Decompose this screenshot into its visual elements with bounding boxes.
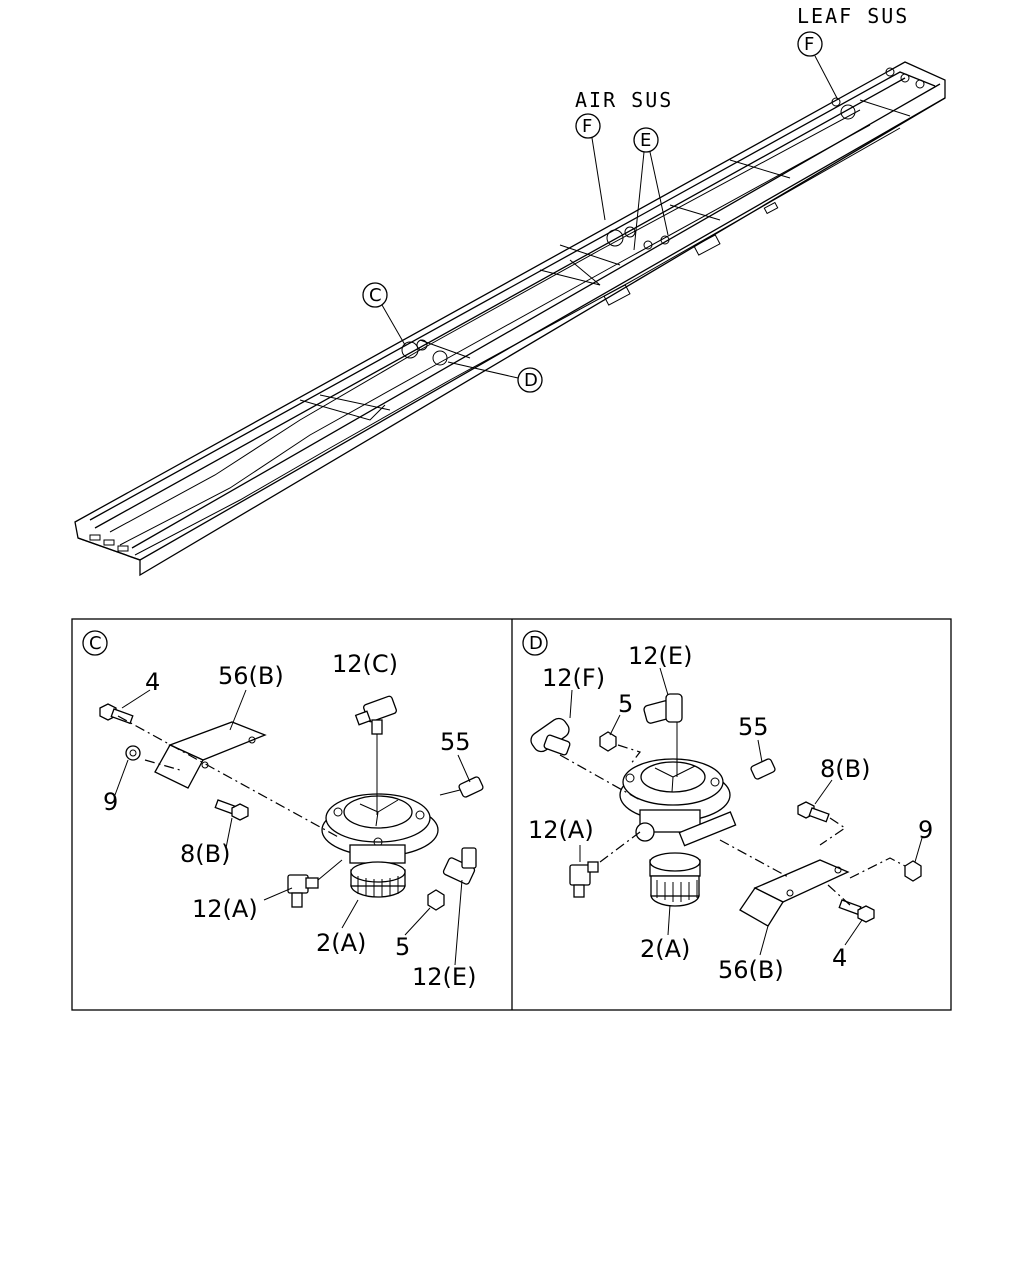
fitting-12c [354, 695, 397, 815]
fitting-12a [287, 874, 319, 908]
label-c-56b: 56(B) [218, 662, 284, 690]
fitting-12e [442, 847, 477, 885]
callout-f-air: F [582, 116, 592, 137]
label-c-2a: 2(A) [316, 929, 366, 957]
chassis-frame [74, 61, 946, 577]
fitting-12f [530, 717, 571, 756]
washer-9 [125, 745, 141, 761]
callout-leaf-sus: LEAF SUS F [797, 4, 909, 101]
label-c-4: 4 [145, 668, 160, 696]
bolt-8b [214, 799, 249, 821]
bracket-56b [154, 721, 267, 789]
label-d-55: 55 [738, 713, 769, 741]
label-c-12a: 12(A) [192, 895, 258, 923]
nut-5 [427, 889, 445, 911]
label-d-12a: 12(A) [528, 816, 594, 844]
bolt-8b-d [797, 801, 830, 823]
plug-55-d [750, 758, 776, 780]
callout-c-label: C [369, 285, 382, 306]
washer-9-d [904, 860, 922, 882]
label-d-5: 5 [618, 690, 633, 718]
callout-air-sus: AIR SUS F [575, 88, 673, 221]
label-d-12e: 12(E) [628, 642, 692, 670]
label-d-12f: 12(F) [542, 664, 605, 692]
air-sus-label: AIR SUS [575, 88, 673, 112]
label-c-12e: 12(E) [412, 963, 476, 991]
panel-c-tag: C [89, 633, 102, 654]
callout-e-label: E [640, 130, 651, 151]
label-c-12c: 12(C) [332, 650, 398, 678]
bolt-4 [99, 703, 134, 725]
label-c-9: 9 [103, 788, 118, 816]
label-d-4: 4 [832, 944, 847, 972]
label-d-9: 9 [918, 816, 933, 844]
label-d-8b: 8(B) [820, 755, 870, 783]
label-c-55: 55 [440, 728, 471, 756]
bolt-4-d [838, 899, 875, 923]
nut-5-d [599, 731, 617, 752]
callout-e: E [633, 127, 669, 251]
label-c-8b: 8(B) [180, 840, 230, 868]
panel-c: C [82, 630, 484, 991]
panel-d: D [522, 630, 933, 984]
callout-f-leaf: F [804, 34, 814, 55]
fitting-12e-d [643, 693, 683, 724]
plug-55 [439, 776, 484, 798]
label-d-56b: 56(B) [718, 956, 784, 984]
callout-c: C [362, 282, 406, 346]
callout-d: D [447, 361, 543, 393]
bracket-56b-d [739, 859, 850, 927]
callout-d-label: D [524, 370, 538, 391]
relay-valve-2a-d [619, 758, 737, 907]
label-d-2a: 2(A) [640, 935, 690, 963]
leaf-sus-label: LEAF SUS [797, 4, 909, 28]
label-c-5: 5 [395, 933, 410, 961]
relay-valve-2a [321, 793, 439, 898]
fitting-12a-d [569, 861, 599, 898]
panel-d-tag: D [529, 633, 543, 654]
